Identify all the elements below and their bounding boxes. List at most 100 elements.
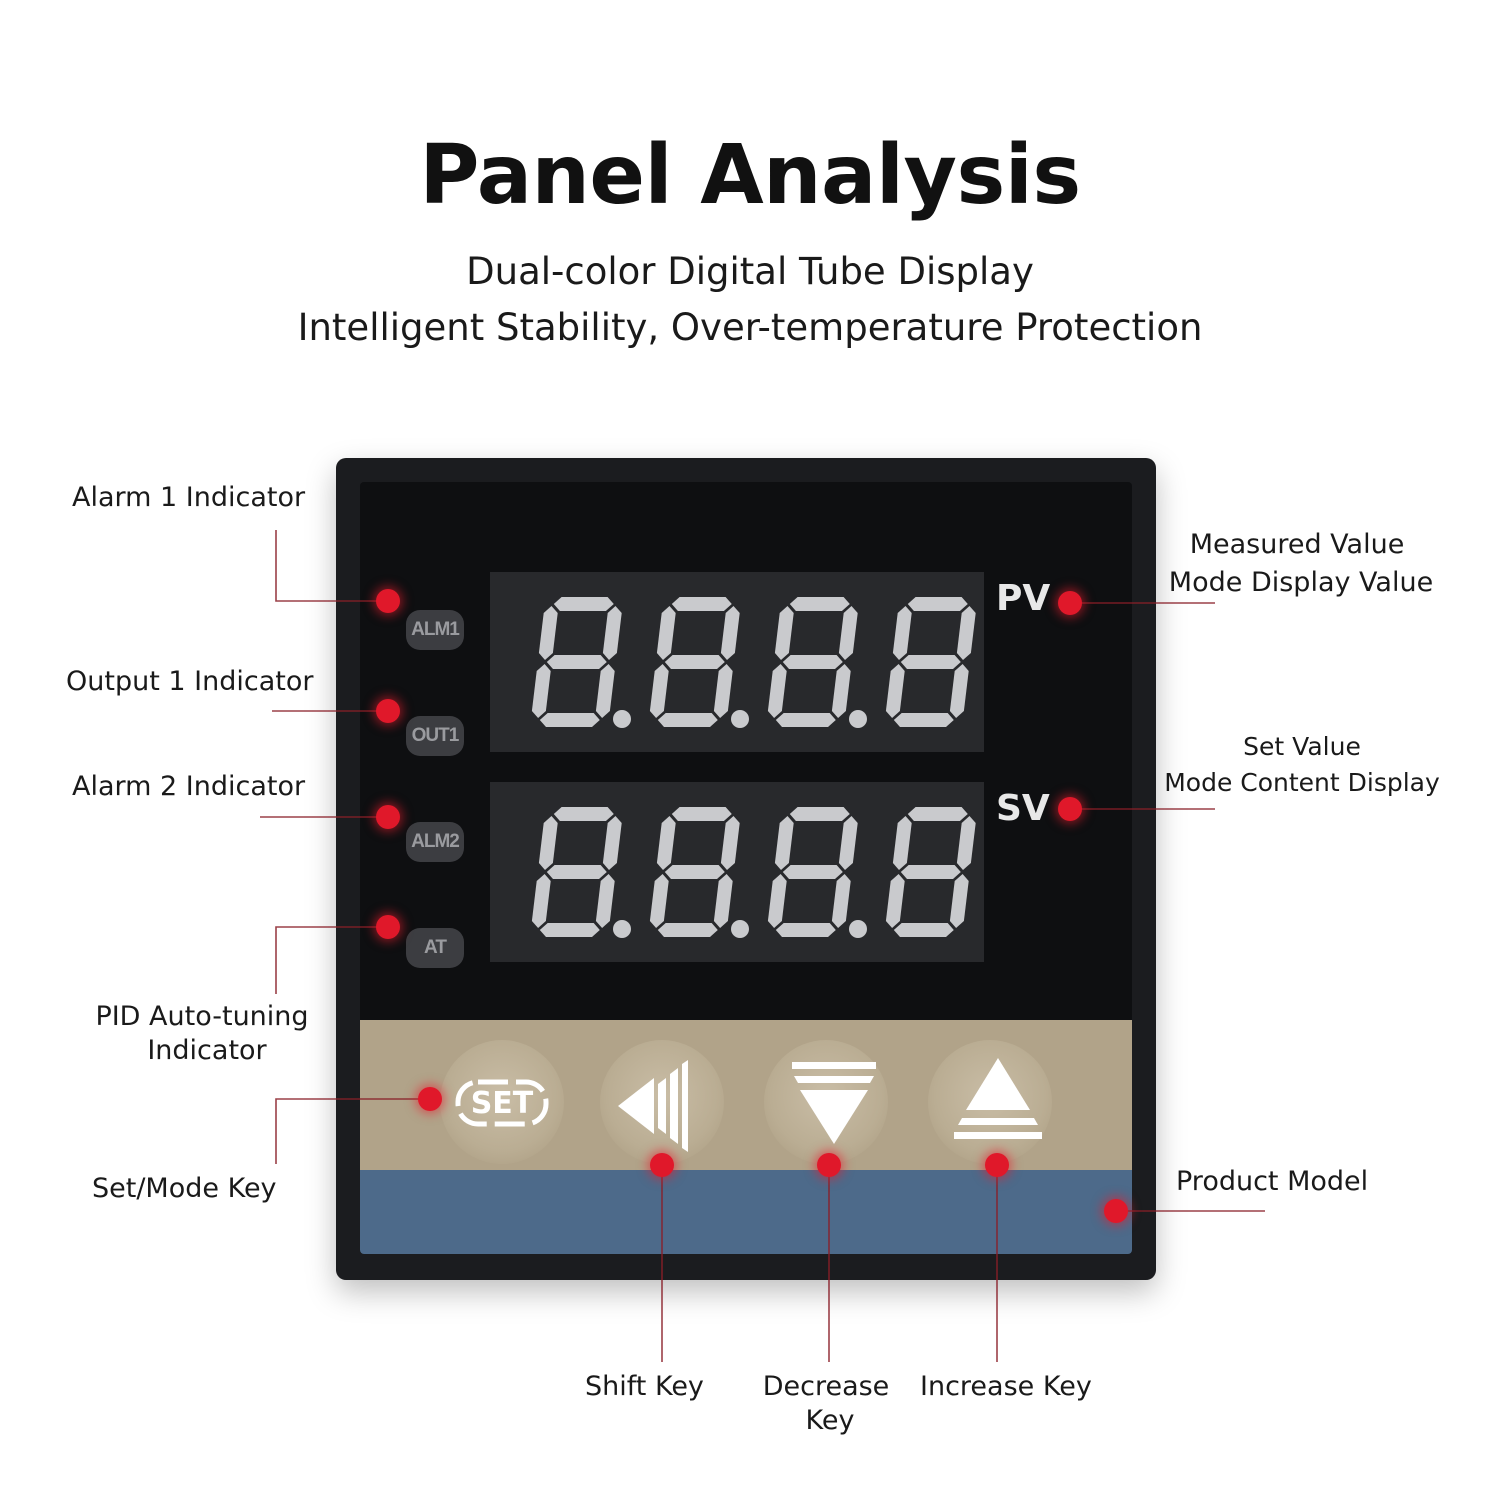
alm1-indicator: ALM1 <box>406 610 464 650</box>
sv-digit-3-seg-e <box>767 874 787 928</box>
alm2-indicator: ALM2 <box>406 822 464 862</box>
sv-digit-1-decimal-point <box>613 920 631 938</box>
leader-set <box>275 1098 430 1164</box>
callout-dot-decrease <box>817 1153 841 1177</box>
pv-digit-3-seg-g <box>782 655 843 669</box>
label-sv-line1: Set Value <box>1243 732 1361 761</box>
out1-indicator: OUT1 <box>406 716 464 756</box>
controller-face: ALM1 OUT1 ALM2 AT PV SV SET <box>360 482 1132 1254</box>
callout-dot-model <box>1104 1199 1128 1223</box>
pv-digit-1-seg-g <box>546 655 607 669</box>
label-pid-line2: Indicator <box>147 1035 267 1066</box>
sv-digit-2-seg-b <box>720 816 740 870</box>
pv-digit-1-seg-d <box>539 713 600 727</box>
pv-digits <box>531 597 976 728</box>
subtitle-features: Intelligent Stability, Over-temperature … <box>297 306 1203 349</box>
keypad: SET <box>360 1020 1132 1170</box>
pv-digit-3-decimal-point <box>849 710 867 728</box>
callout-dot-sv <box>1058 797 1082 821</box>
pv-digit-4-seg-g <box>900 655 961 669</box>
label-alarm2: Alarm 2 Indicator <box>72 771 306 802</box>
sv-digit-4-seg-d <box>893 923 954 937</box>
pv-digit-4-seg-d <box>893 713 954 727</box>
pv-digit-2-seg-f <box>656 606 676 660</box>
leader-pid <box>275 926 388 994</box>
label-shift: Shift Key <box>585 1371 704 1402</box>
callout-dot-pv <box>1058 591 1082 615</box>
pv-digit-2-seg-d <box>657 713 718 727</box>
down-arrow-icon <box>792 1062 876 1144</box>
at-indicator: AT <box>406 928 464 968</box>
sv-digit-3-decimal-point <box>849 920 867 938</box>
pv-digit-3-seg-d <box>775 713 836 727</box>
pv-digit-3-seg-a <box>789 597 850 611</box>
callout-dot-output1 <box>376 699 400 723</box>
set-key-text: SET <box>471 1086 534 1121</box>
sv-digit-2-decimal-point <box>731 920 749 938</box>
sv-digit-1-seg-c <box>595 874 615 928</box>
pv-digit-1-seg-c <box>595 664 615 718</box>
sv-digit-4-seg-a <box>907 807 968 821</box>
pv-digit-1-seg-f <box>538 606 558 660</box>
up-arrow-icon <box>954 1058 1042 1139</box>
sv-digit-3-seg-b <box>838 816 858 870</box>
label-alarm1: Alarm 1 Indicator <box>72 482 306 513</box>
pv-tag: PV <box>996 578 1051 619</box>
sv-digit-2-seg-c <box>713 874 733 928</box>
label-sv-line2: Mode Content Display <box>1164 768 1440 797</box>
pv-digit-2-seg-e <box>649 664 669 718</box>
label-output1: Output 1 Indicator <box>66 666 314 697</box>
pv-digit-2-seg-c <box>713 664 733 718</box>
sv-digit-1-seg-a <box>553 807 614 821</box>
temperature-controller: ALM1 OUT1 ALM2 AT PV SV SET <box>336 458 1156 1280</box>
pv-digit-4-seg-e <box>885 664 905 718</box>
sv-digit-3-seg-c <box>831 874 851 928</box>
callout-dot-alarm2 <box>376 805 400 829</box>
sv-digit-3-seg-d <box>775 923 836 937</box>
sv-digit-2-seg-e <box>649 874 669 928</box>
increase-key[interactable] <box>928 1040 1052 1164</box>
label-product-model: Product Model <box>1176 1166 1369 1197</box>
pv-digit-1-seg-e <box>531 664 551 718</box>
sv-digit-1-seg-b <box>602 816 622 870</box>
sv-digit-4-seg-g <box>900 865 961 879</box>
sv-digit-4-seg-c <box>949 874 969 928</box>
callout-dot-shift <box>650 1153 674 1177</box>
set-mode-key[interactable]: SET <box>440 1040 564 1164</box>
label-decrease-line1: Decrease <box>762 1371 890 1402</box>
sv-tag: SV <box>996 788 1050 829</box>
pv-digit-4-seg-c <box>949 664 969 718</box>
pv-digit-1-seg-b <box>602 606 622 660</box>
sv-digit-4-seg-b <box>956 816 976 870</box>
pv-digit-4-seg-a <box>907 597 968 611</box>
set-key-icon: SET <box>455 1079 549 1127</box>
sv-display <box>490 782 984 962</box>
page-title: Panel Analysis <box>419 128 1081 223</box>
shift-key[interactable] <box>600 1040 724 1164</box>
pv-digit-3-seg-c <box>831 664 851 718</box>
label-increase: Increase Key <box>920 1371 1092 1402</box>
callout-dot-alarm1 <box>376 589 400 613</box>
pv-display <box>490 572 984 752</box>
decrease-key[interactable] <box>764 1040 888 1164</box>
pv-digit-2-seg-b <box>720 606 740 660</box>
pv-digit-3-seg-b <box>838 606 858 660</box>
sv-digit-2-seg-g <box>664 865 725 879</box>
pv-digit-1-seg-a <box>553 597 614 611</box>
pv-digit-2-decimal-point <box>731 710 749 728</box>
sv-digit-2-seg-d <box>657 923 718 937</box>
leader-alarm1 <box>275 530 388 602</box>
label-decrease-line2: Key <box>805 1405 855 1436</box>
shift-left-icon <box>618 1060 688 1152</box>
sv-digit-2-seg-f <box>656 816 676 870</box>
sv-digit-3-seg-f <box>774 816 794 870</box>
pv-digit-3-seg-e <box>767 664 787 718</box>
sv-digit-4-seg-e <box>885 874 905 928</box>
subtitle-display: Dual-color Digital Tube Display <box>466 250 1034 293</box>
callout-dot-increase <box>985 1153 1009 1177</box>
pv-digit-2-seg-a <box>671 597 732 611</box>
sv-digit-1-seg-e <box>531 874 551 928</box>
sv-digit-1-seg-g <box>546 865 607 879</box>
pv-digit-2-seg-g <box>664 655 725 669</box>
